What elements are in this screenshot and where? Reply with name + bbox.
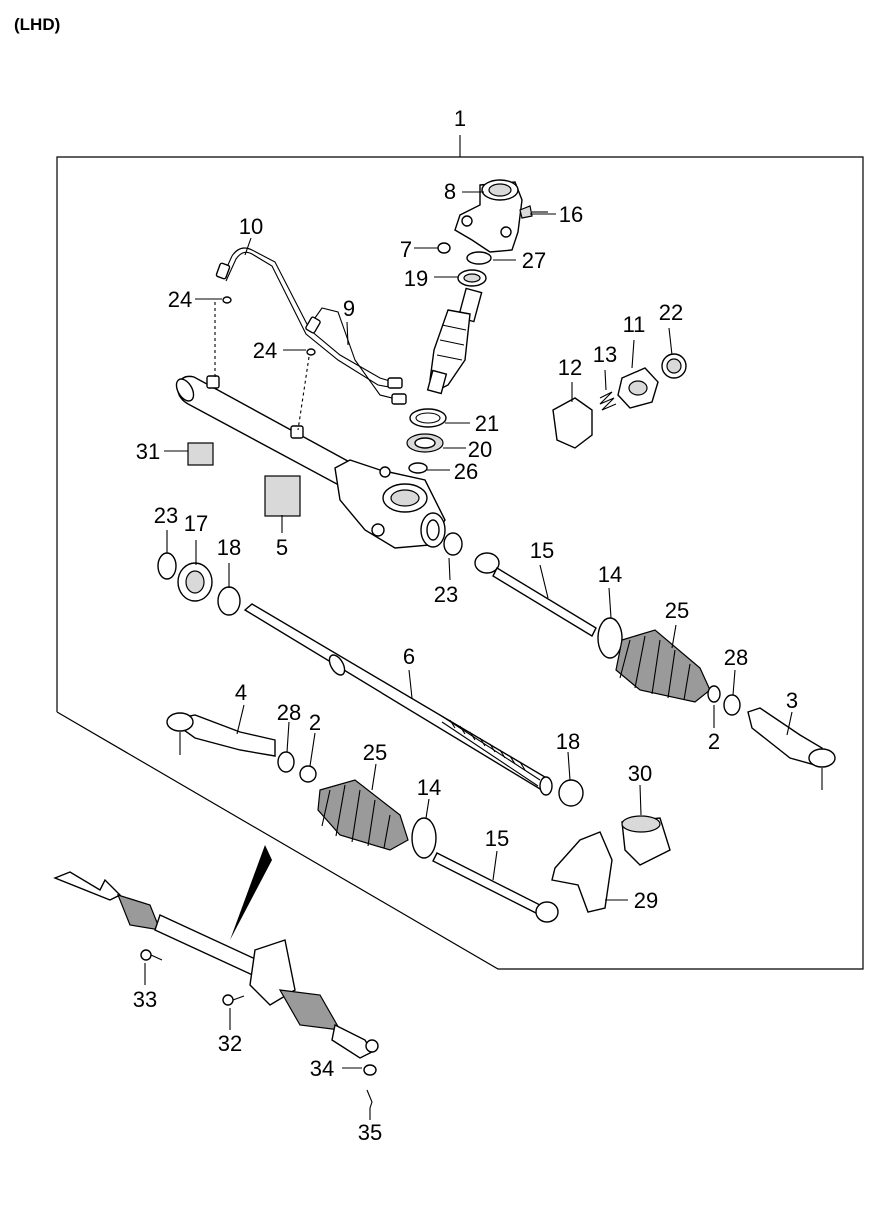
pipe-assembly bbox=[215, 247, 407, 405]
spring-13 bbox=[599, 391, 617, 411]
nut-34 bbox=[363, 1064, 377, 1076]
seal-7 bbox=[437, 242, 451, 254]
callout-25a: 25 bbox=[665, 598, 689, 623]
callout-5: 5 bbox=[276, 535, 288, 560]
rack-bar bbox=[243, 603, 553, 796]
pinion-shaft bbox=[426, 287, 483, 395]
callout-28a: 28 bbox=[724, 645, 748, 670]
callout-6: 6 bbox=[403, 644, 415, 669]
callout-34: 34 bbox=[310, 1056, 334, 1081]
seal-20-inner bbox=[414, 437, 436, 449]
callout-2a: 2 bbox=[708, 729, 720, 754]
seal-23a bbox=[157, 552, 177, 580]
callout-35: 35 bbox=[358, 1120, 382, 1145]
label-plate-5 bbox=[264, 475, 301, 517]
callout-33: 33 bbox=[133, 987, 157, 1012]
callout-29: 29 bbox=[634, 888, 658, 913]
callout-9: 9 bbox=[343, 296, 355, 321]
callout-28b: 28 bbox=[277, 700, 301, 725]
callout-22: 22 bbox=[659, 300, 683, 325]
seal-21 bbox=[409, 408, 447, 428]
bolt-33 bbox=[140, 949, 163, 961]
callout-19: 19 bbox=[404, 266, 428, 291]
clip-2b bbox=[299, 765, 317, 783]
boot-25a bbox=[615, 629, 711, 703]
callout-27: 27 bbox=[522, 248, 546, 273]
inner-tie-rod-upper bbox=[474, 552, 597, 637]
callout-12: 12 bbox=[558, 355, 582, 380]
callout-18b: 18 bbox=[556, 729, 580, 754]
inner-tie-rod-lower bbox=[432, 852, 559, 923]
callout-17: 17 bbox=[184, 511, 208, 536]
mounting-bracket-29 bbox=[551, 831, 613, 913]
callout-31: 31 bbox=[136, 439, 160, 464]
seal-18a bbox=[217, 586, 241, 616]
clamp-14a bbox=[597, 617, 623, 659]
callout-23b: 23 bbox=[434, 582, 458, 607]
seal-18b bbox=[558, 779, 584, 807]
callouts: 1 8 16 10 7 27 19 24 9 24 22 11 13 12 21… bbox=[133, 106, 798, 1145]
callout-10: 10 bbox=[239, 214, 263, 239]
callout-8: 8 bbox=[444, 179, 456, 204]
lock-nut-11-inner bbox=[628, 380, 648, 396]
label-plate-31 bbox=[187, 442, 214, 466]
callout-30: 30 bbox=[628, 761, 652, 786]
bolt-16 bbox=[519, 205, 548, 219]
callout-24b: 24 bbox=[253, 338, 277, 363]
seal-26 bbox=[408, 462, 428, 474]
callout-4: 4 bbox=[235, 680, 247, 705]
callout-20: 20 bbox=[468, 437, 492, 462]
yoke-plug-22-inner bbox=[666, 358, 682, 374]
clip-2a bbox=[707, 685, 721, 703]
diagram-title: (LHD) bbox=[14, 15, 60, 34]
lock-nut-28b bbox=[277, 751, 295, 773]
o-ring-24a bbox=[222, 296, 232, 304]
boot-25b bbox=[317, 779, 409, 851]
callout-16: 16 bbox=[559, 202, 583, 227]
callout-32: 32 bbox=[218, 1031, 242, 1056]
callout-25b: 25 bbox=[363, 740, 387, 765]
seal-23b bbox=[443, 532, 463, 556]
tie-rod-end-3 bbox=[747, 707, 836, 790]
callout-18a: 18 bbox=[217, 535, 241, 560]
seal-27 bbox=[466, 251, 492, 265]
bolt-32 bbox=[222, 994, 245, 1006]
callout-7: 7 bbox=[400, 237, 412, 262]
clamp-14b bbox=[411, 817, 437, 859]
callout-2b: 2 bbox=[309, 710, 321, 735]
callout-1: 1 bbox=[454, 106, 466, 131]
bearing-19-inner bbox=[463, 273, 481, 283]
callout-26: 26 bbox=[454, 459, 478, 484]
mounting-bushing-30 bbox=[621, 815, 671, 866]
cotter-pin-35 bbox=[366, 1089, 373, 1109]
callout-15b: 15 bbox=[485, 826, 509, 851]
o-ring-24b bbox=[306, 348, 316, 356]
callout-3: 3 bbox=[786, 688, 798, 713]
callout-14a: 14 bbox=[598, 562, 622, 587]
callout-23a: 23 bbox=[154, 503, 178, 528]
leader-lines bbox=[144, 191, 793, 1120]
rack-housing bbox=[175, 375, 446, 549]
callout-15a: 15 bbox=[530, 538, 554, 563]
support-yoke-12 bbox=[552, 397, 593, 449]
assembly-outline bbox=[56, 135, 864, 970]
bushing-17-inner bbox=[185, 570, 205, 594]
callout-14b: 14 bbox=[417, 775, 441, 800]
valve-body bbox=[454, 179, 523, 253]
lock-nut-28a bbox=[723, 694, 741, 716]
callout-13: 13 bbox=[593, 342, 617, 367]
callout-11: 11 bbox=[623, 312, 646, 337]
callout-21: 21 bbox=[475, 411, 499, 436]
seal-21-inner bbox=[415, 412, 441, 424]
tie-rod-end-4 bbox=[166, 712, 276, 757]
assembled-gear-overview bbox=[53, 845, 379, 1059]
callout-24a: 24 bbox=[168, 287, 192, 312]
